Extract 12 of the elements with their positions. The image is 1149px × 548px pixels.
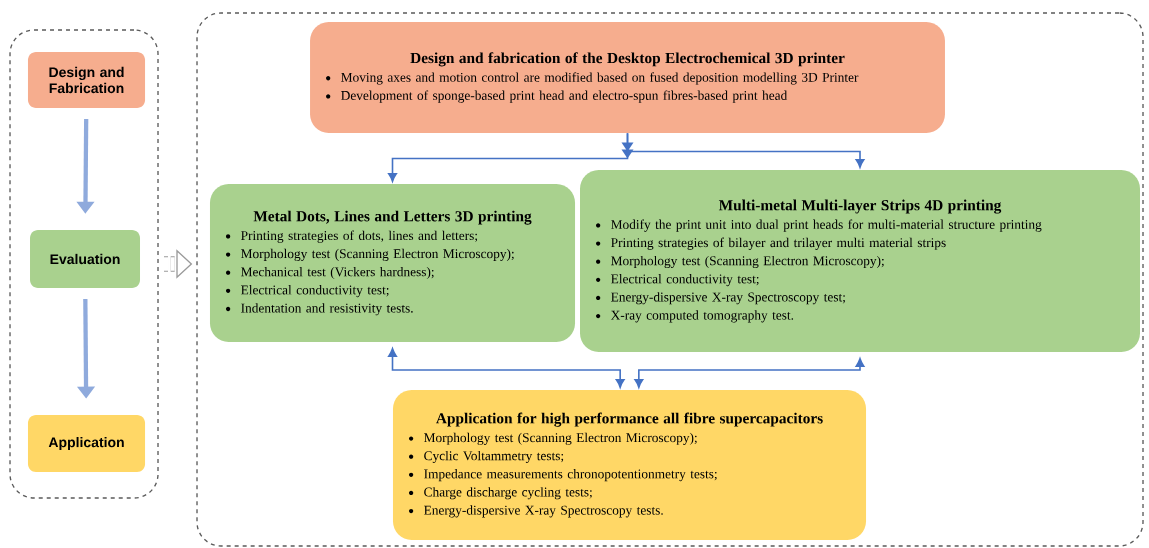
process-box: Design and Fabrication — [28, 52, 146, 108]
process-box: Multi-metal Multi-layer Strips 4D printing Modify the print unit into dual print heads for multi-material structure printing Printing strategies of bilayer and trilayer multi material strips Morphology test (Scanning Electron Microscopy); Electrical conductivity test; Energy-dispersive X-ray Spectroscopy test; X-ray computed tomography test. — [580, 170, 1140, 352]
arrow — [634, 358, 865, 388]
process-box: Metal Dots, Lines and Letters 3D printing Printing strategies of dots, lines and letters; Morphology test (Scanning Electron Microscopy); Mechanical test (Vickers hardness); Electrical conductivity test; Indentation and resistivity tests. — [210, 184, 576, 342]
dashed-frame — [196, 12, 1144, 547]
process-box: Application for high performance all fibre supercapacitors Morphology test (Scanning Electron Microscopy); Cyclic Voltammetry tests; Impedance measurements chronopotentionmetry tests; Charge discharge cycling tests; Energy-dispersive X-ray Spectroscopy tests. — [393, 390, 867, 540]
process-box: Design and fabrication of the Desktop Electrochemical 3D printer Moving axes and motion control are modified based on fused deposition modelling 3D Printer Development of sponge-based print head and electro-spun fibres-based print head — [310, 22, 945, 133]
arrow — [388, 348, 625, 388]
dashed-frame — [9, 29, 159, 499]
arrow — [621, 132, 865, 168]
process-box: Evaluation — [30, 230, 140, 288]
process-box: Application — [28, 414, 146, 473]
